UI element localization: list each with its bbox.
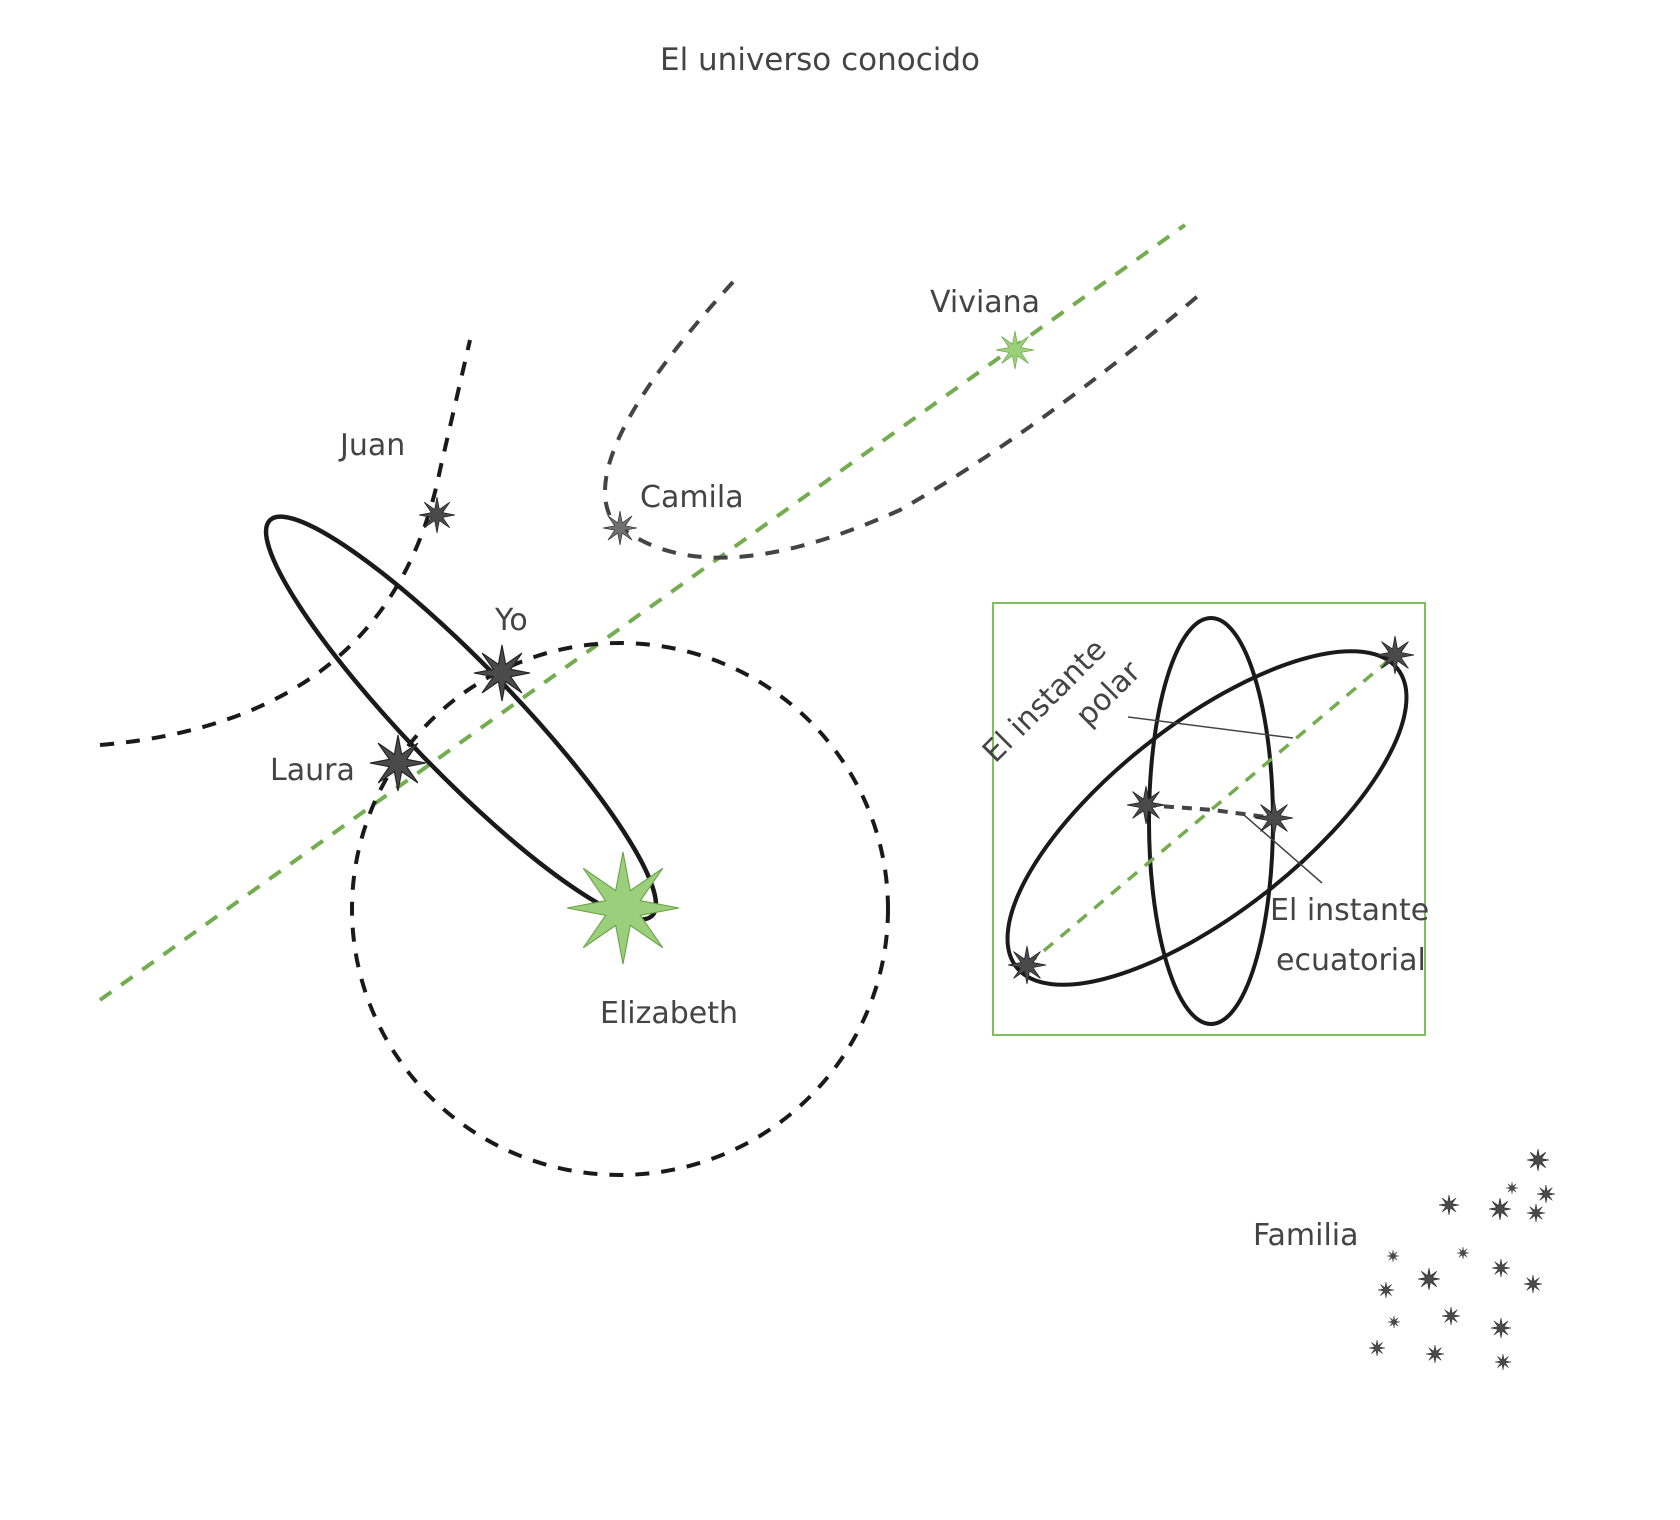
familia-star-icon [1495,1354,1511,1370]
juan-trajectory [99,339,472,747]
familia-label: Familia [1253,1218,1359,1253]
familia-star-icon [1524,1275,1542,1293]
inset-green-dashed-line [1025,653,1397,967]
inset-gray-dashed-connector [1145,803,1275,820]
dashed-circle-orbit [350,641,890,1177]
familia-star-icon [1506,1182,1518,1194]
familia-star-icon [1492,1259,1510,1277]
inset-border [992,602,1426,1036]
elizabeth-star-icon [567,852,679,964]
familia-star-icon [1439,1195,1459,1215]
familia-star-icon [1527,1149,1549,1171]
viviana-star-icon [996,331,1034,369]
inset-star-right-icon [1255,799,1293,837]
camila-star-icon [603,511,637,545]
familia-star-icon [1527,1204,1545,1222]
familia-star-icon [1378,1282,1394,1298]
familia-star-icon [1489,1198,1511,1220]
laura-star-icon [370,735,426,791]
familia-star-icon [1388,1316,1400,1328]
diagram-title: El universo conocido [660,42,980,78]
inset-star-top-right-icon [1376,636,1414,674]
familia-star-icon [1426,1345,1444,1363]
ecuatorial-leader-line [1243,814,1323,884]
elizabeth-label: Elizabeth [600,996,738,1031]
viviana-label: Viviana [930,285,1040,320]
polar-leader-line [1127,716,1294,739]
juan-label: Juan [338,428,405,463]
familia-star-icon [1491,1318,1511,1338]
familia-star-icon [1442,1307,1460,1325]
inset-star-bottom-left-icon [1008,946,1046,984]
familia-star-icon [1457,1247,1469,1259]
inset-star-left-icon [1127,786,1165,824]
laura-label: Laura [270,753,355,788]
yo-label: Yo [494,603,528,638]
yo-star-icon [474,645,530,701]
familia-star-icon [1369,1340,1385,1356]
familia-star-cluster [1369,1149,1555,1370]
inset-tilted-ellipse [1005,649,1409,987]
juan-star-icon [419,497,455,533]
camila-trajectory [603,280,1207,560]
ecuatorial-label-line2: ecuatorial [1276,943,1426,978]
familia-star-icon [1418,1268,1440,1290]
ecuatorial-label-line1: El instante [1270,893,1429,928]
familia-star-icon [1537,1185,1555,1203]
familia-star-icon [1387,1250,1399,1262]
inset-box: El instante polar El instante ecuatorial [976,602,1429,1036]
camila-label: Camila [640,480,744,515]
